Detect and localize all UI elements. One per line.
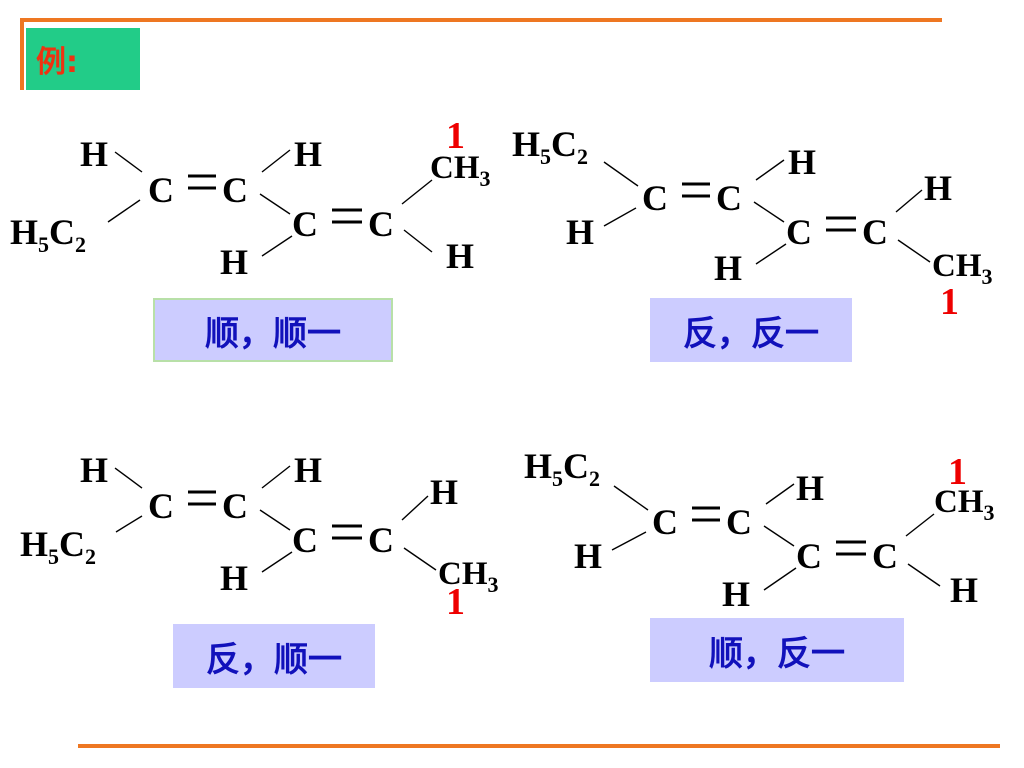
s2-locant: 1 (940, 281, 959, 323)
s3-bond (261, 551, 293, 573)
s3-h-c2-top: H (294, 450, 322, 490)
s1-bond (114, 151, 143, 173)
caption-structure-1: 顺，顺一 (153, 298, 393, 362)
s1-c1: C (148, 170, 174, 210)
left-rule (20, 18, 24, 90)
s3-c2: C (222, 486, 248, 526)
s3-c4: C (368, 520, 394, 560)
s1-bond (261, 235, 293, 257)
s2-c3: C (786, 212, 812, 252)
s1-h-c2-top: H (294, 134, 322, 174)
s4-c4: C (872, 536, 898, 576)
s3-bond (115, 515, 143, 533)
caption-structure-4: 顺，反一 (650, 618, 904, 682)
s3-h-top-left: H (80, 450, 108, 490)
s2-bond (753, 201, 785, 223)
s4-bond (763, 567, 797, 591)
s2-h-c2-top: H (788, 142, 816, 182)
s4-c2: C (726, 502, 752, 542)
s3-h-c4-top: H (430, 472, 458, 512)
s3-methyl-label: CH3 (438, 556, 499, 597)
s2-h-c3-bottom: H (714, 248, 742, 288)
structure-2: H5C2 H C C H H C C H CH3 1 (512, 124, 993, 323)
s4-bond (613, 485, 649, 511)
s1-h-c4-bottom: H (446, 236, 474, 276)
s4-h-c4-bottom: H (950, 570, 978, 610)
s2-bond (897, 239, 931, 263)
s1-c2: C (222, 170, 248, 210)
s3-locant: 1 (446, 581, 465, 623)
s1-bond (107, 199, 141, 223)
s1-h-c3-bottom: H (220, 242, 248, 282)
s2-c4: C (862, 212, 888, 252)
s4-c3: C (796, 536, 822, 576)
s3-c3: C (292, 520, 318, 560)
s2-ethyl-label: H5C2 (512, 124, 588, 169)
s3-bond (403, 547, 437, 571)
s4-locant: 1 (948, 451, 967, 493)
structure-1: H H5C2 C C H H C C CH3 H 1 (10, 115, 491, 282)
s4-bond (907, 563, 941, 587)
caption-structure-3: 反，顺一 (173, 624, 375, 688)
s4-h-left: H (574, 536, 602, 576)
s2-methyl-label: CH3 (932, 248, 993, 289)
example-title: 例: (26, 28, 140, 90)
s1-ethyl-label: H5C2 (10, 212, 86, 257)
s1-bond (403, 229, 433, 253)
s2-c1: C (642, 178, 668, 218)
s4-bond (905, 513, 935, 537)
s4-h-c2-top: H (796, 468, 824, 508)
s1-bond (259, 193, 291, 215)
s3-ethyl-label: H5C2 (20, 524, 96, 569)
s4-h-c3-bottom: H (722, 574, 750, 614)
s1-c4: C (368, 204, 394, 244)
s2-c2: C (716, 178, 742, 218)
s2-bond (755, 159, 785, 181)
s1-c3: C (292, 204, 318, 244)
caption-structure-2: 反，反一 (650, 298, 852, 362)
s3-bond (401, 495, 429, 521)
s2-h-left: H (566, 212, 594, 252)
s1-h-top-left: H (80, 134, 108, 174)
s3-h-c3-bottom: H (220, 558, 248, 598)
s1-locant: 1 (446, 115, 465, 157)
s1-methyl-label: CH3 (430, 150, 491, 191)
s2-bond (603, 207, 637, 227)
top-rule (20, 18, 942, 22)
s4-bond (611, 531, 647, 551)
s2-bond (895, 189, 923, 213)
s4-c1: C (652, 502, 678, 542)
bottom-rule (78, 744, 1000, 748)
s3-bond (261, 465, 291, 489)
structure-4: H5C2 H C C H H C C CH3 H 1 (524, 446, 995, 614)
s2-bond (603, 161, 639, 187)
s4-methyl-label: CH3 (934, 484, 995, 525)
s4-bond (765, 483, 795, 505)
s2-bond (755, 243, 787, 265)
s4-bond (763, 525, 795, 547)
s2-h-c4-top: H (924, 168, 952, 208)
s3-bond (259, 509, 291, 531)
s1-bond (261, 149, 291, 173)
s3-c1: C (148, 486, 174, 526)
s4-ethyl-label: H5C2 (524, 446, 600, 491)
s1-bond (401, 179, 433, 205)
s3-bond (114, 467, 143, 489)
structure-3: H H5C2 C C H H C C H CH3 1 (20, 450, 499, 623)
